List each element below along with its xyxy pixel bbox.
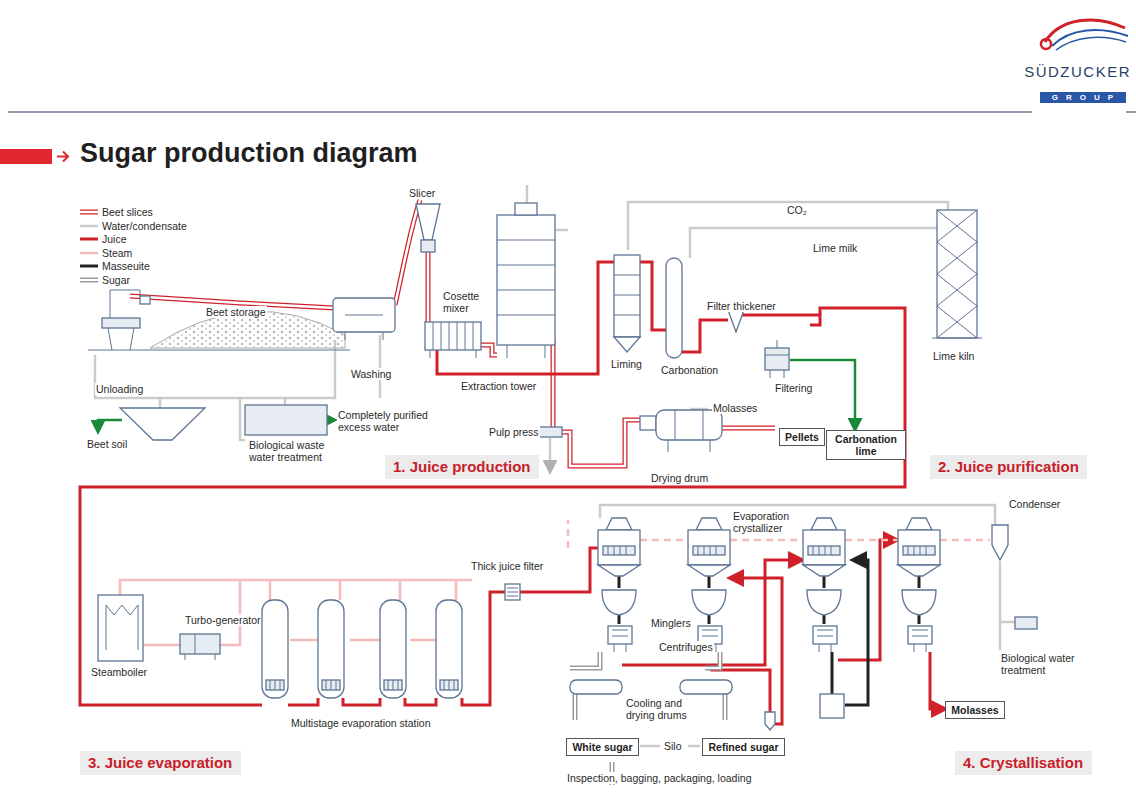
legend-sample xyxy=(80,208,98,216)
equipment-label: Silo xyxy=(663,740,683,752)
node-text: Pellets xyxy=(785,431,819,443)
equipment-label: Cosette mixer xyxy=(442,290,492,314)
legend-row: Beet slices xyxy=(80,206,153,218)
node-text: 2. Juice purification xyxy=(938,459,1079,475)
equipment-label: Centrifuges xyxy=(658,641,714,653)
equipment-label: GROUP xyxy=(1040,92,1126,103)
equipment-label: Condenser xyxy=(1008,498,1061,510)
node-text: Molasses xyxy=(951,704,999,716)
node-text: 3. Juice evaporation xyxy=(88,755,233,771)
node-text: White sugar xyxy=(572,741,633,753)
equipment-label: Multistage evaporation station xyxy=(290,717,432,729)
legend-row: Steam xyxy=(80,247,132,259)
equipment-label: Pulp press xyxy=(488,426,540,438)
legend-row: Juice xyxy=(80,233,127,245)
product-box: Molasses xyxy=(945,701,1005,719)
equipment-label: Slicer xyxy=(408,187,436,199)
equipment-label: Biological water treatment xyxy=(1000,652,1102,676)
section-band: 2. Juice purification xyxy=(930,455,1087,479)
equipment-label: Beet soil xyxy=(86,438,128,450)
node-text: Carbonation lime xyxy=(832,433,900,457)
legend-text: Beet slices xyxy=(102,206,153,218)
product-box: White sugar xyxy=(566,738,639,756)
equipment-label: Lime kiln xyxy=(932,350,975,362)
legend-sample xyxy=(80,276,98,284)
legend-text: Steam xyxy=(102,247,132,259)
equipment-label: Filtering xyxy=(774,382,813,394)
legend-sample xyxy=(80,235,98,243)
equipment-label: SÜDZUCKER xyxy=(1023,64,1132,80)
product-box: Carbonation lime xyxy=(826,430,906,460)
equipment-label: Liming xyxy=(610,358,643,370)
equipment-label: CO₂ xyxy=(786,204,808,216)
legend-row: Masseuite xyxy=(80,260,150,272)
legend-sample xyxy=(80,222,98,230)
equipment-label: Washing xyxy=(350,368,392,380)
legend-text: Juice xyxy=(102,233,127,245)
equipment-label: Drying drum xyxy=(650,472,709,484)
equipment-label: Molasses xyxy=(712,402,758,414)
equipment-label: Turbo-generator xyxy=(184,614,261,626)
legend-text: Masseuite xyxy=(102,260,150,272)
diagram-title: Sugar production diagram xyxy=(80,138,418,169)
equipment-label: Inspection, bagging, packaging, loading xyxy=(566,772,752,784)
legend-text: Sugar xyxy=(102,274,130,286)
equipment-label: Steamboiler xyxy=(90,666,148,678)
section-band: 1. Juice production xyxy=(385,455,539,479)
equipment-label: Minglers xyxy=(650,617,692,629)
equipment-label: Beet storage xyxy=(205,306,267,318)
legend-sample xyxy=(80,249,98,257)
equipment-label: Cooling and drying drums xyxy=(625,697,707,721)
legend-row: Sugar xyxy=(80,274,130,286)
equipment-label: Unloading xyxy=(95,383,144,395)
legend-row: Water/condensate xyxy=(80,220,187,232)
legend-sample xyxy=(80,262,98,270)
section-band: 4. Crystallisation xyxy=(955,751,1092,775)
product-box: Refined sugar xyxy=(702,738,785,756)
equipment-label: Completely purified excess water xyxy=(337,409,444,433)
section-band: 3. Juice evaporation xyxy=(80,751,241,775)
equipment-label: Extraction tower xyxy=(460,380,537,392)
equipment-label: Thick juice filter xyxy=(470,560,544,572)
node-text: 4. Crystallisation xyxy=(963,755,1084,771)
equipment-label: Carbonation xyxy=(660,364,719,376)
equipment-label: Lime milk xyxy=(812,242,858,254)
legend-text: Water/condensate xyxy=(102,220,187,232)
node-text: 1. Juice production xyxy=(393,459,531,475)
equipment-label: Biological waste water treatment xyxy=(248,439,346,463)
equipment-label: Filter thickener xyxy=(706,300,777,312)
equipment-label: Evaporation crystallizer xyxy=(732,510,802,534)
product-box: Pellets xyxy=(779,428,825,446)
node-text: Refined sugar xyxy=(708,741,779,753)
